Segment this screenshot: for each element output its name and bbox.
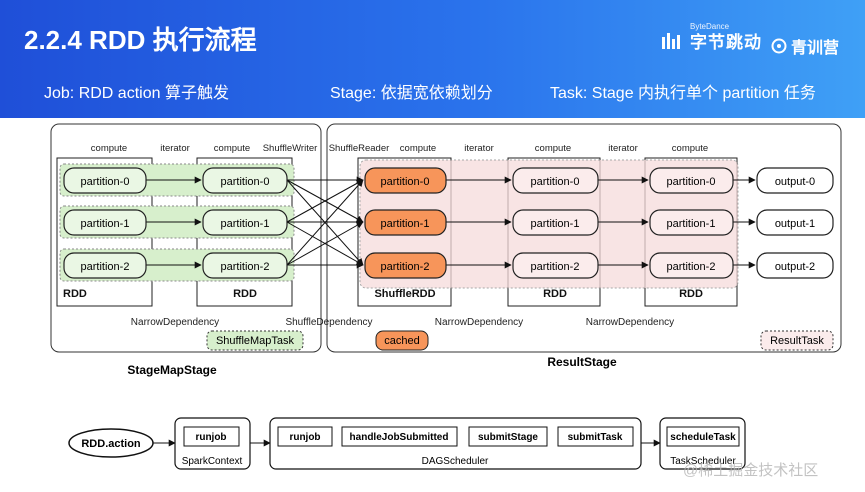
rdd1-partition-0: partition-0 (81, 176, 130, 188)
label-iterator-2: iterator (464, 143, 494, 154)
bytedance-text: 字节跳动 (690, 33, 762, 52)
handle-job-submitted-box (341, 426, 458, 447)
shuffle-partition-1: partition-1 (381, 218, 430, 230)
rdd-action-label: RDD.action (81, 438, 141, 450)
shuffle-partition-0: partition-0 (381, 176, 430, 188)
rdd3-partition-2: partition-2 (531, 261, 580, 273)
shuffle-map-task-tag (206, 330, 304, 351)
label-shuffle-writer: ShuffleWriter (263, 143, 318, 154)
stage-map-stage-box (50, 123, 322, 353)
narrow-arrows-stage1 (146, 176, 202, 269)
watermark-text: @稀土掘金技术社区 (683, 462, 819, 479)
cached-label: cached (384, 335, 419, 347)
diagram-canvas: partition-0 partition-1 partition-2 part… (0, 118, 865, 487)
schedule-task-label: scheduleTask (670, 432, 736, 443)
dag-runjob-box (277, 426, 333, 447)
shuffle-rdd-partitions: partition-0 partition-1 partition-2 (364, 167, 447, 279)
output-1: output-1 (775, 218, 815, 230)
rdd4-partition-1: partition-1 (667, 218, 716, 230)
bytedance-small-text: ByteDance (690, 22, 730, 31)
shuffle-partition-2: partition-2 (381, 261, 430, 273)
label-iterator-3: iterator (608, 143, 638, 154)
handle-job-submitted-label: handleJobSubmitted (350, 432, 449, 443)
rdd-name-3: RDD (543, 288, 567, 300)
rdd4-partition-0: partition-0 (667, 176, 716, 188)
rdd4-partition-2: partition-2 (667, 261, 716, 273)
camp-logo: 青训营 (771, 34, 839, 58)
rdd-names: RDD RDD ShuffleRDD RDD RDD (63, 288, 703, 300)
narrow-arrows-stage2 (446, 176, 756, 269)
bytedance-icon (662, 32, 680, 49)
stage-map-stage-label: StageMapStage (127, 363, 217, 377)
job-flow: RDD.action runjob SparkContext runjob ha… (68, 417, 746, 470)
rdd1-partitions: partition-0 partition-1 partition-2 (63, 167, 147, 279)
submit-stage-box (468, 426, 548, 447)
result-stage-box (326, 123, 842, 353)
task-scheduler-label: TaskScheduler (670, 456, 736, 467)
rdd3-partitions: partition-0 partition-1 partition-2 (512, 167, 599, 279)
rdd3-partition-0: partition-0 (531, 176, 580, 188)
schedule-task-box (666, 426, 740, 447)
bytedance-logo: ByteDance 字节跳动 (662, 22, 762, 53)
rdd-name-4: RDD (679, 288, 703, 300)
label-shuffle-reader: ShuffleReader (329, 143, 390, 154)
slide-header: 2.2.4 RDD 执行流程 ByteDance 字节跳动 青训营 Job: R… (0, 0, 865, 118)
label-compute-4: compute (535, 143, 571, 154)
outputs: output-0 output-1 output-2 (756, 167, 834, 279)
spark-context-label: SparkContext (182, 456, 243, 467)
dag-runjob-label: runjob (289, 432, 320, 443)
rdd-name-1: RDD (63, 288, 87, 300)
camp-icon (771, 38, 787, 54)
dag-scheduler-label: DAGScheduler (422, 456, 489, 467)
rdd1-partition-2: partition-2 (81, 261, 130, 273)
rdd2-partition-2: partition-2 (221, 261, 270, 273)
slide-title: 2.2.4 RDD 执行流程 (24, 25, 257, 55)
spark-runjob-label: runjob (195, 432, 226, 443)
narrow-dependency-3: NarrowDependency (586, 317, 674, 328)
rdd-name-shuffle: ShuffleRDD (374, 288, 435, 300)
spark-runjob-box (183, 426, 240, 447)
output-0: output-0 (775, 176, 815, 188)
top-labels: compute iterator compute ShuffleWriter S… (91, 143, 708, 154)
submit-task-label: submitTask (568, 432, 623, 443)
label-compute-1: compute (91, 143, 127, 154)
shuffle-arrows (286, 176, 364, 269)
label-compute-3: compute (400, 143, 436, 154)
rdd-execution-diagram: partition-0 partition-1 partition-2 part… (50, 123, 842, 470)
result-task-tag (760, 330, 834, 351)
stage-description: Stage: 依据宽依赖划分 (330, 85, 493, 102)
submit-task-box (557, 426, 634, 447)
shuffle-dependency: ShuffleDependency (285, 317, 372, 328)
rdd3-partition-1: partition-1 (531, 218, 580, 230)
rdd2-partitions: partition-0 partition-1 partition-2 (202, 167, 288, 279)
label-compute-2: compute (214, 143, 250, 154)
job-description: Job: RDD action 算子触发 (44, 85, 229, 102)
rdd2-partition-1: partition-1 (221, 218, 270, 230)
submit-stage-label: submitStage (478, 432, 538, 443)
rdd4-partitions: partition-0 partition-1 partition-2 (649, 167, 734, 279)
cached-tag (375, 330, 429, 351)
label-iterator-1: iterator (160, 143, 190, 154)
narrow-dependency-1: NarrowDependency (131, 317, 219, 328)
result-stage-label: ResultStage (547, 355, 617, 369)
rdd1-partition-1: partition-1 (81, 218, 130, 230)
rdd2-partition-0: partition-0 (221, 176, 270, 188)
dependency-labels: NarrowDependency ShuffleDependency Narro… (131, 317, 674, 328)
camp-text: 青训营 (791, 40, 840, 57)
result-task-label: ResultTask (770, 335, 824, 347)
output-2: output-2 (775, 261, 815, 273)
narrow-dependency-2: NarrowDependency (435, 317, 523, 328)
shuffle-map-task-label: ShuffleMapTask (216, 335, 295, 347)
task-description: Task: Stage 内执行单个 partition 任务 (550, 85, 816, 102)
label-compute-5: compute (672, 143, 708, 154)
rdd-name-2: RDD (233, 288, 257, 300)
